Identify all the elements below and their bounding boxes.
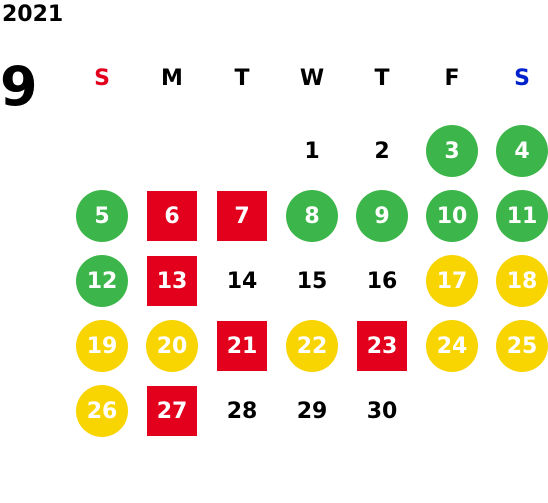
weekday-4: T [374, 66, 390, 91]
calendar-day-11[interactable]: 11 [496, 190, 548, 242]
weekday-5: F [444, 66, 460, 91]
calendar-day-13[interactable]: 13 [147, 256, 197, 306]
calendar-day-18[interactable]: 18 [496, 255, 548, 307]
calendar-day-2[interactable]: 2 [374, 138, 390, 164]
weekday-1: M [161, 66, 183, 91]
weekday-0: S [94, 66, 110, 91]
calendar-day-24[interactable]: 24 [426, 320, 478, 372]
calendar-day-19[interactable]: 19 [76, 320, 128, 372]
calendar-day-30[interactable]: 30 [366, 398, 398, 424]
weekday-6: S [514, 66, 530, 91]
year-label: 2021 [2, 2, 64, 27]
calendar-day-29[interactable]: 29 [296, 398, 328, 424]
weekday-3: W [299, 66, 325, 91]
calendar-day-14[interactable]: 14 [226, 268, 258, 294]
calendar-day-6[interactable]: 6 [147, 191, 197, 241]
calendar-day-9[interactable]: 9 [356, 190, 408, 242]
calendar-day-5[interactable]: 5 [76, 190, 128, 242]
calendar-day-23[interactable]: 23 [357, 321, 407, 371]
calendar-day-16[interactable]: 16 [366, 268, 398, 294]
calendar-day-3[interactable]: 3 [426, 125, 478, 177]
calendar-day-26[interactable]: 26 [76, 385, 128, 437]
calendar-day-10[interactable]: 10 [426, 190, 478, 242]
calendar-day-28[interactable]: 28 [226, 398, 258, 424]
weekday-2: T [234, 66, 250, 91]
month-label: 9 [0, 55, 38, 118]
calendar-day-4[interactable]: 4 [496, 125, 548, 177]
calendar-day-25[interactable]: 25 [496, 320, 548, 372]
calendar-day-1[interactable]: 1 [304, 138, 320, 164]
calendar-day-22[interactable]: 22 [286, 320, 338, 372]
calendar-day-17[interactable]: 17 [426, 255, 478, 307]
calendar-day-8[interactable]: 8 [286, 190, 338, 242]
calendar-day-21[interactable]: 21 [217, 321, 267, 371]
calendar-day-20[interactable]: 20 [146, 320, 198, 372]
calendar-day-27[interactable]: 27 [147, 386, 197, 436]
calendar-day-15[interactable]: 15 [296, 268, 328, 294]
calendar-day-12[interactable]: 12 [76, 255, 128, 307]
calendar-day-7[interactable]: 7 [217, 191, 267, 241]
